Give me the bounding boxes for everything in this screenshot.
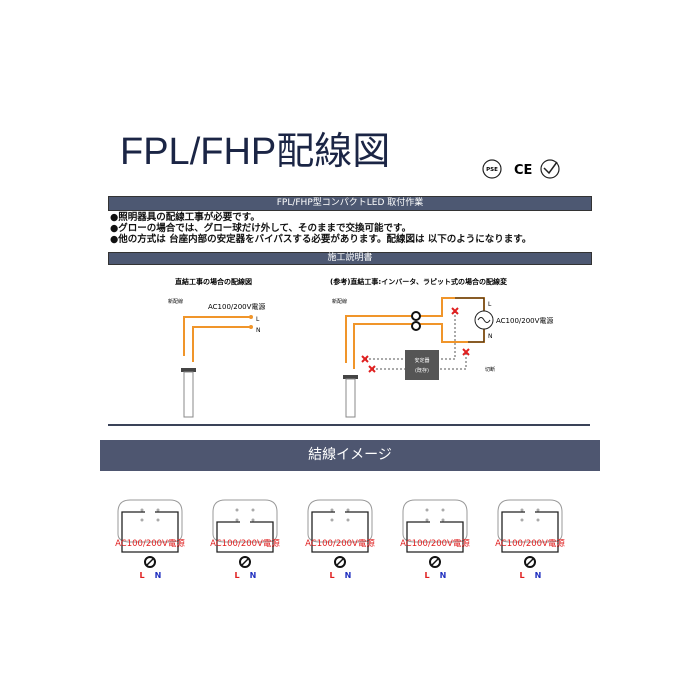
pse-icon: PSE: [482, 159, 502, 179]
connection-item: AC100/200V電源 L N: [305, 499, 375, 580]
n-label: N: [345, 571, 352, 580]
n-label: N: [250, 571, 257, 580]
inverter-wiring-diagram: (参考)直結工事:インバータ、ラピット式の場合の配線変 新配線 L N AC10…: [330, 277, 553, 418]
ce-icon: CE: [514, 163, 532, 178]
note: ●照明器具の配線工事が必要です。: [110, 212, 260, 223]
cut-marks: [361, 307, 470, 373]
power-label: AC100/200V電源: [496, 316, 553, 325]
diagram-title: (参考)直結工事:インバータ、ラピット式の場合の配線変: [330, 277, 507, 286]
ce-label: CE: [514, 163, 532, 178]
pse-label: PSE: [486, 167, 498, 173]
power-label: AC100/200V電源: [495, 539, 565, 549]
connection-item: AC100/200V電源 L N: [115, 499, 185, 580]
direct-wiring-diagram: 直結工事の場合の配線図 新配線 AC100/200V電源 L N: [168, 277, 265, 418]
n-label: N: [155, 571, 162, 580]
power-label: AC100/200V電源: [305, 539, 375, 549]
ballast-sub-label: (既存): [415, 367, 429, 374]
section-header-instructions: 施工説明書: [108, 252, 592, 265]
install-notes: ●照明器具の配線工事が必要です。 ●グローの場合では、グロー球だけ外して、そのま…: [110, 212, 531, 245]
l-label: L: [424, 571, 429, 580]
wiring-diagrams: 直結工事の場合の配線図 新配線 AC100/200V電源 L N (参考)直結工…: [168, 277, 553, 418]
l-label: L: [488, 301, 492, 308]
ballast-label: 安定器: [414, 357, 429, 364]
diagram-title: 直結工事の場合の配線図: [175, 277, 252, 286]
page-title: FPL/FHP配線図: [120, 131, 391, 173]
connection-images: AC100/200V電源 L N AC100/200V電源 L N AC100/…: [115, 499, 565, 580]
l-label: L: [234, 571, 239, 580]
section-header-connection: 結線イメージ: [100, 440, 600, 471]
n-label: N: [256, 327, 261, 334]
check-icon: [540, 159, 560, 179]
l-label: L: [256, 316, 260, 323]
power-label: AC100/200V電源: [208, 302, 265, 311]
n-label: N: [535, 571, 542, 580]
note: ●グローの場合では、グロー球だけ外して、そのままで交換可能です。: [110, 223, 412, 234]
n-label: N: [488, 333, 493, 340]
section-header-install: FPL/FHP型コンパクトLED 取付作業: [108, 196, 592, 211]
power-label: AC100/200V電源: [210, 539, 280, 549]
note: ●他の方式は 台座内部の安定器をバイパスする必要があります。配線図は 以下のよう…: [110, 234, 532, 245]
l-label: L: [519, 571, 524, 580]
new-wire-label: 新配線: [168, 298, 183, 305]
connection-item: AC100/200V電源 L N: [400, 499, 470, 580]
power-label: AC100/200V電源: [115, 539, 185, 549]
n-label: N: [440, 571, 447, 580]
l-label: L: [329, 571, 334, 580]
new-wire-label: 新配線: [332, 298, 347, 305]
certification-marks: PSE CE: [482, 159, 560, 179]
l-label: L: [139, 571, 144, 580]
cut-label: 切断: [485, 366, 495, 373]
connection-item: AC100/200V電源 L N: [495, 499, 565, 580]
power-label: AC100/200V電源: [400, 539, 470, 549]
divider: [108, 424, 590, 426]
connection-item: AC100/200V電源 L N: [210, 499, 280, 580]
